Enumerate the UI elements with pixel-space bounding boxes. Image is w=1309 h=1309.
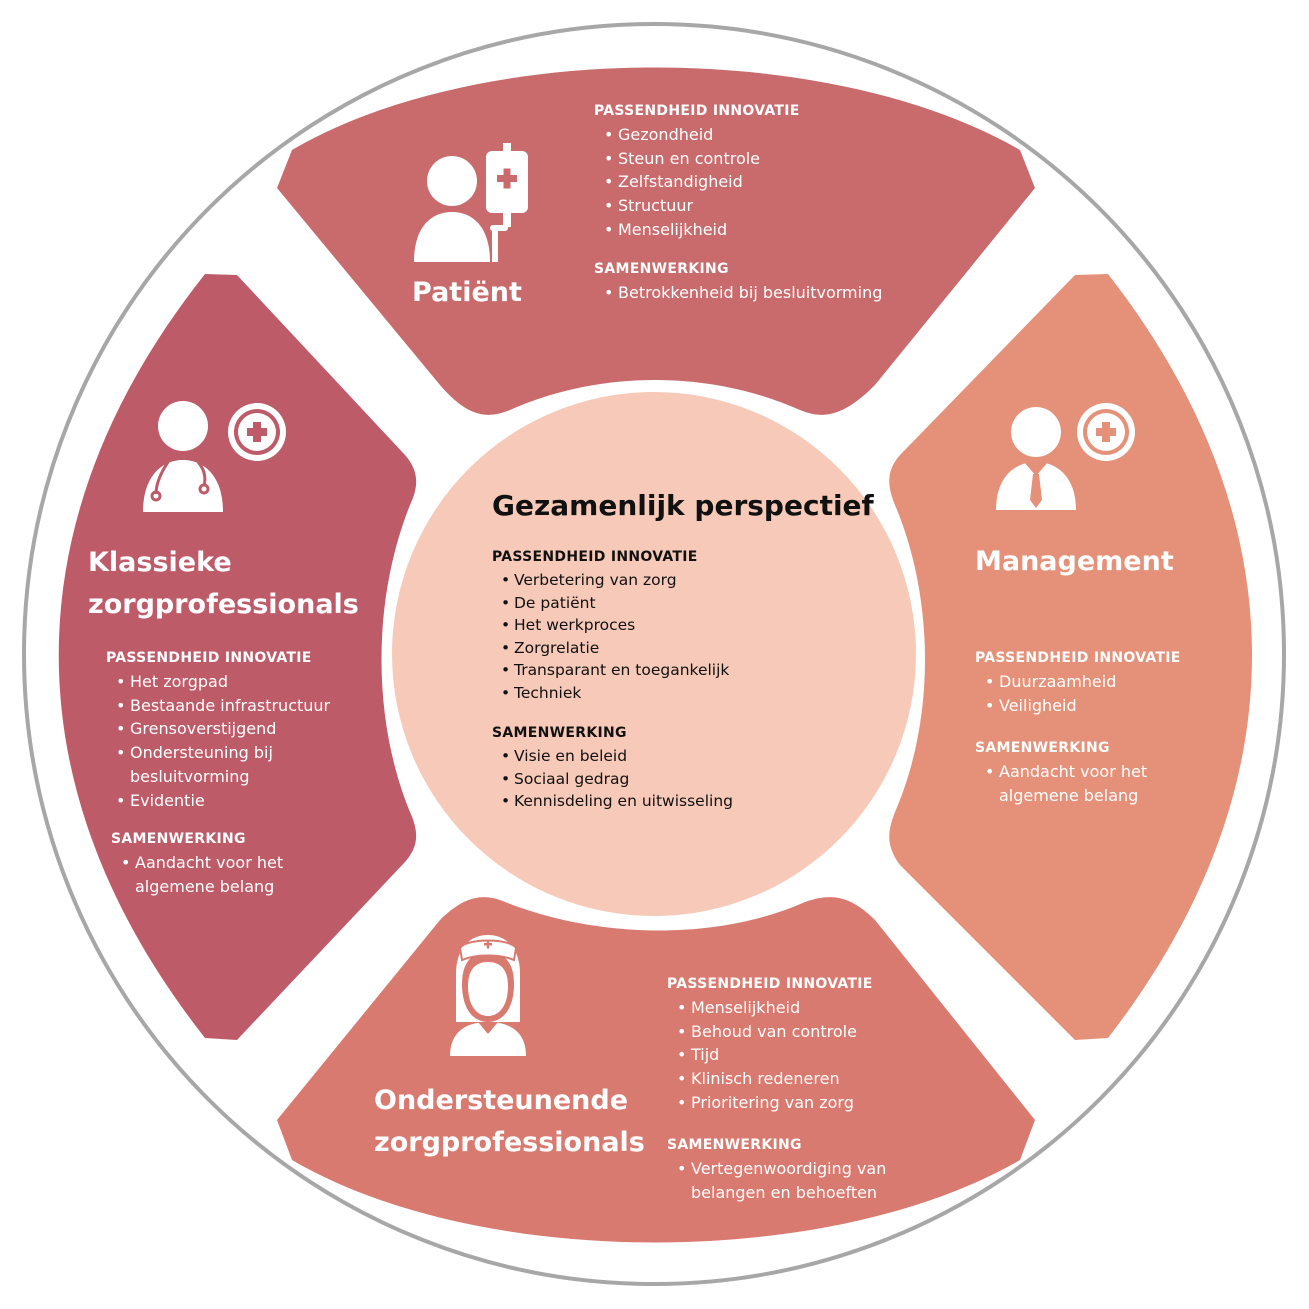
- classic-title-line2: zorgprofessionals: [88, 589, 359, 620]
- list-item: Prioritering van zorg: [667, 1091, 873, 1115]
- management-innovation-list: DuurzaamheidVeiligheid: [975, 670, 1145, 717]
- support-cooperation-group: SAMENWERKING Vertegenwoordiging van bela…: [667, 1135, 897, 1204]
- center-innovation-list: Verbetering van zorgDe patiëntHet werkpr…: [492, 569, 729, 704]
- list-item: Bestaande infrastructuur: [106, 694, 341, 718]
- management-cooperation-heading: SAMENWERKING: [975, 740, 1110, 756]
- list-item: Zorgrelatie: [492, 637, 729, 660]
- list-item: Ondersteuning bij besluitvorming: [106, 741, 341, 788]
- center-cooperation-group: SAMENWERKING Visie en beleidSociaal gedr…: [492, 723, 733, 813]
- center-innovation-heading: PASSENDHEID INNOVATIE: [492, 549, 698, 565]
- classic-innovation-group: PASSENDHEID INNOVATIE Het zorgpadBestaan…: [106, 648, 341, 812]
- management-cooperation-list: Aandacht voor het algemene belang: [975, 760, 1150, 807]
- patient-cooperation-heading: SAMENWERKING: [594, 261, 729, 277]
- management-innovation-heading: PASSENDHEID INNOVATIE: [975, 650, 1181, 666]
- classic-cooperation-group: SAMENWERKING Aandacht voor het algemene …: [111, 829, 296, 898]
- classic-innovation-heading: PASSENDHEID INNOVATIE: [106, 650, 312, 666]
- support-innovation-list: MenselijkheidBehoud van controleTijdKlin…: [667, 996, 873, 1115]
- center-cooperation-list: Visie en beleidSociaal gedragKennisdelin…: [492, 745, 733, 813]
- support-innovation-group: PASSENDHEID INNOVATIE MenselijkheidBehou…: [667, 974, 873, 1115]
- support-title: Ondersteunende zorgprofessionals: [374, 1080, 645, 1164]
- support-cooperation-heading: SAMENWERKING: [667, 1137, 802, 1153]
- list-item: Duurzaamheid: [975, 670, 1145, 694]
- list-item: Klinisch redeneren: [667, 1067, 873, 1091]
- support-innovation-heading: PASSENDHEID INNOVATIE: [667, 976, 873, 992]
- list-item: Sociaal gedrag: [492, 768, 733, 791]
- list-item: Steun en controle: [594, 147, 800, 171]
- doctor-stethoscope-icon: [143, 401, 286, 512]
- list-item: Grensoverstijgend: [106, 717, 341, 741]
- manager-cross-icon: [996, 403, 1135, 510]
- list-item: Structuur: [594, 194, 800, 218]
- list-item: Het zorgpad: [106, 670, 341, 694]
- list-item: Transparant en toegankelijk: [492, 659, 729, 682]
- list-item: Aandacht voor het algemene belang: [975, 760, 1150, 807]
- classic-cooperation-list: Aandacht voor het algemene belang: [111, 851, 296, 898]
- list-item: Het werkproces: [492, 614, 729, 637]
- list-item: Evidentie: [106, 789, 341, 813]
- list-item: Gezondheid: [594, 123, 800, 147]
- classic-cooperation-heading: SAMENWERKING: [111, 831, 246, 847]
- management-title: Management: [975, 546, 1174, 577]
- list-item: Veiligheid: [975, 694, 1145, 718]
- list-item: Visie en beleid: [492, 745, 733, 768]
- patient-innovation-heading: PASSENDHEID INNOVATIE: [594, 103, 800, 119]
- patient-innovation-group: PASSENDHEID INNOVATIE GezondheidSteun en…: [594, 101, 800, 242]
- patient-cooperation-group: SAMENWERKING Betrokkenheid bij besluitvo…: [594, 259, 882, 305]
- support-cooperation-list: Vertegenwoordiging van belangen en behoe…: [667, 1157, 897, 1204]
- center-cooperation-heading: SAMENWERKING: [492, 725, 627, 741]
- list-item: Betrokkenheid bij besluitvorming: [594, 281, 882, 305]
- nurse-icon: [450, 935, 526, 1056]
- list-item: Kennisdeling en uitwisseling: [492, 790, 733, 813]
- list-item: Menselijkheid: [594, 218, 800, 242]
- patient-title: Patiënt: [412, 277, 522, 308]
- list-item: Aandacht voor het algemene belang: [111, 851, 296, 898]
- list-item: Zelfstandigheid: [594, 170, 800, 194]
- list-item: Vertegenwoordiging van belangen en behoe…: [667, 1157, 897, 1204]
- support-title-line2: zorgprofessionals: [374, 1127, 645, 1158]
- list-item: Tijd: [667, 1043, 873, 1067]
- classic-innovation-list: Het zorgpadBestaande infrastructuurGrens…: [106, 670, 341, 812]
- patient-iv-icon: [414, 143, 528, 262]
- segment-management: [889, 274, 1252, 1040]
- list-item: Behoud van controle: [667, 1020, 873, 1044]
- classic-title: Klassieke zorgprofessionals: [88, 542, 359, 626]
- center-title: Gezamenlijk perspectief: [492, 489, 874, 522]
- list-item: Verbetering van zorg: [492, 569, 729, 592]
- management-innovation-group: PASSENDHEID INNOVATIE DuurzaamheidVeilig…: [975, 648, 1181, 717]
- list-item: Techniek: [492, 682, 729, 705]
- management-cooperation-group: SAMENWERKING Aandacht voor het algemene …: [975, 738, 1150, 807]
- list-item: Menselijkheid: [667, 996, 873, 1020]
- list-item: De patiënt: [492, 592, 729, 615]
- center-innovation-group: PASSENDHEID INNOVATIE Verbetering van zo…: [492, 547, 729, 704]
- patient-innovation-list: GezondheidSteun en controleZelfstandighe…: [594, 123, 800, 242]
- segment-classic: [58, 274, 417, 1040]
- classic-title-line1: Klassieke: [88, 547, 232, 578]
- support-title-line1: Ondersteunende: [374, 1085, 629, 1116]
- patient-cooperation-list: Betrokkenheid bij besluitvorming: [594, 281, 882, 305]
